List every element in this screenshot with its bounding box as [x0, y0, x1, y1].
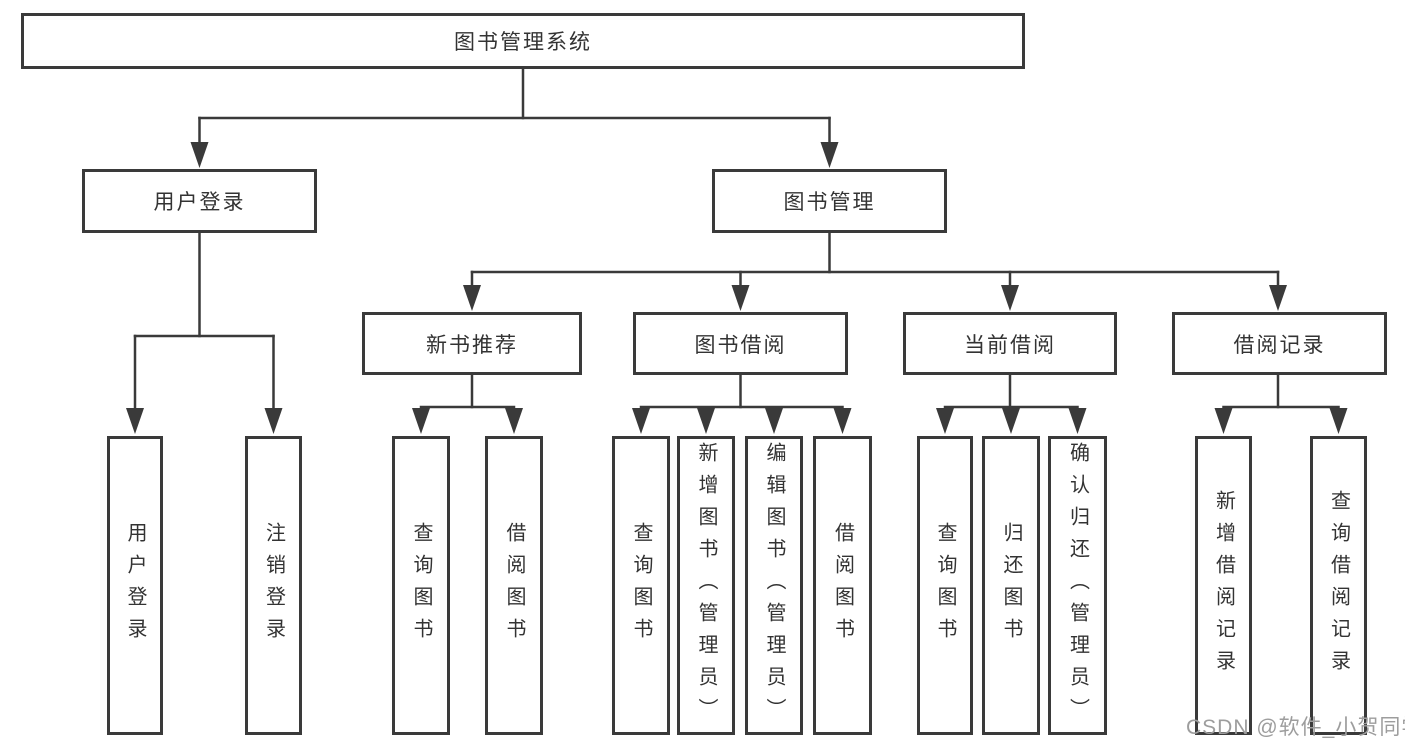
leaf-confirm-return-admin: 确认归还（管理员）: [1048, 436, 1107, 735]
node-root-library-system: 图书管理系统: [21, 13, 1025, 69]
leaf-add-book-admin: 新增图书（管理员）: [677, 436, 735, 735]
node-new-book-recommend: 新书推荐: [362, 312, 582, 375]
node-book-borrow: 图书借阅: [633, 312, 848, 375]
leaf-borrow-books: 借阅图书: [813, 436, 872, 735]
leaf-query-books-borrow: 查询图书: [612, 436, 670, 735]
leaf-return-book: 归还图书: [982, 436, 1040, 735]
leaf-edit-book-admin: 编辑图书（管理员）: [745, 436, 803, 735]
leaf-logout: 注销登录: [245, 436, 302, 735]
node-user-login-branch: 用户登录: [82, 169, 317, 233]
leaf-user-login: 用户登录: [107, 436, 163, 735]
node-borrow-records: 借阅记录: [1172, 312, 1387, 375]
leaf-borrow-books-recommend: 借阅图书: [485, 436, 543, 735]
node-book-management: 图书管理: [712, 169, 947, 233]
csdn-watermark: CSDN @软件_小贺同学: [1186, 716, 1405, 739]
leaf-add-borrow-record: 新增借阅记录: [1195, 436, 1252, 735]
leaf-query-books-current: 查询图书: [917, 436, 973, 735]
leaf-query-books-recommend: 查询图书: [392, 436, 450, 735]
node-current-borrow: 当前借阅: [903, 312, 1117, 375]
leaf-query-borrow-record: 查询借阅记录: [1310, 436, 1367, 735]
